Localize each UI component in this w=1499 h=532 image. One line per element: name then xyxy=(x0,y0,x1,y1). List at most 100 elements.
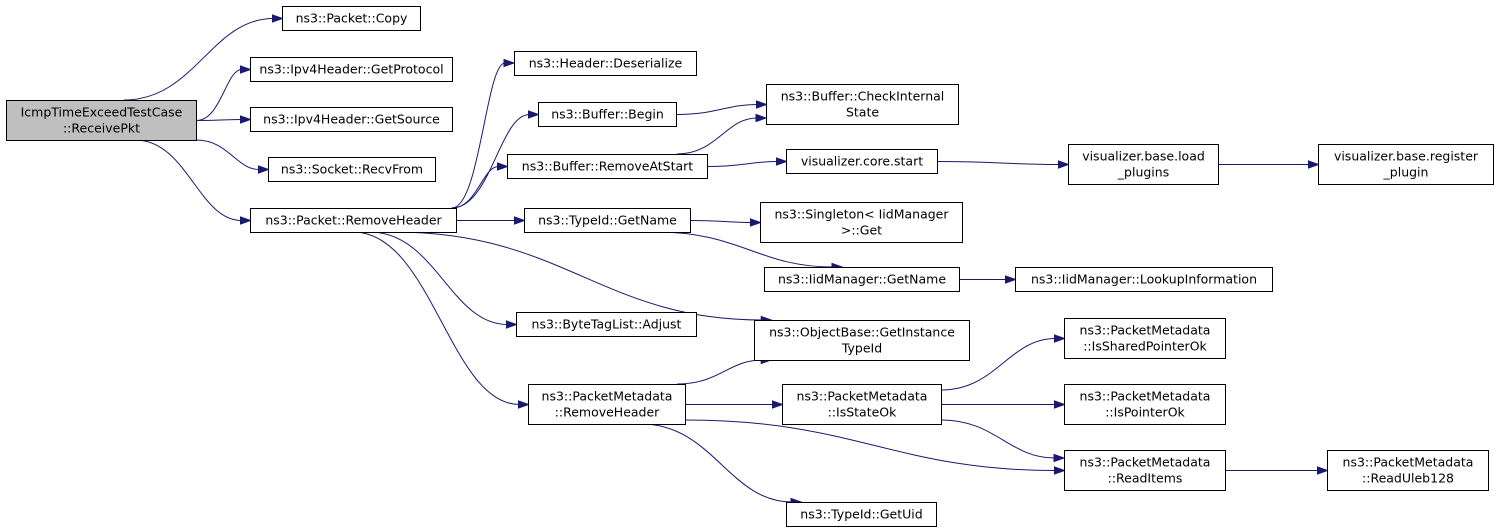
node-label: visualizer.base.load xyxy=(1082,149,1205,164)
node-label: visualizer.base.register xyxy=(1334,149,1479,164)
node-box xyxy=(1318,144,1494,185)
node-ns3-packet-removeheader[interactable]: ns3::Packet::RemoveHeader xyxy=(250,208,457,233)
arrowhead xyxy=(240,216,253,225)
edge-n9-n14 xyxy=(690,220,752,223)
edge-n0-n1 xyxy=(123,18,274,101)
node-ns3-ipv4header-getsource[interactable]: ns3::Ipv4Header::GetSource xyxy=(250,107,453,132)
node-label: ::IsPointerOk xyxy=(1105,405,1185,420)
node-box xyxy=(538,102,677,127)
node-box xyxy=(754,320,970,361)
node-ns3-packet-copy[interactable]: ns3::Packet::Copy xyxy=(282,6,421,31)
node-box xyxy=(766,84,959,125)
node-label: ns3::Buffer::RemoveAtStart xyxy=(522,159,694,174)
node-ns3-iidmanager-getname[interactable]: ns3::IidManager::GetName xyxy=(764,267,960,292)
node-box xyxy=(514,51,697,76)
arrowhead xyxy=(240,65,253,74)
node-label: _plugin xyxy=(1383,165,1429,180)
edge-n5-n6 xyxy=(451,62,506,209)
node-ns3-typeid-getname[interactable]: ns3::TypeId::GetName xyxy=(524,208,691,233)
node-label: ns3::IidManager::LookupInformation xyxy=(1031,272,1257,287)
node-ns3-socket-recvfrom[interactable]: ns3::Socket::RecvFrom xyxy=(268,157,436,182)
node-ns3-bytetaglist-adjust[interactable]: ns3::ByteTagList::Adjust xyxy=(516,312,697,337)
node-visualizer-base-register-plugin[interactable]: visualizer.base.register_plugin xyxy=(1318,144,1494,185)
node-label: ns3::Singleton< IidManager xyxy=(774,207,949,222)
node-ns3-header-deserialize[interactable]: ns3::Header::Deserialize xyxy=(514,51,697,76)
nodes-layer: IcmpTimeExceedTestCase::ReceivePktns3::P… xyxy=(6,6,1494,527)
node-box xyxy=(524,208,691,233)
node-ns3-buffer-begin[interactable]: ns3::Buffer::Begin xyxy=(538,102,677,127)
arrowhead xyxy=(528,110,541,119)
node-label: IcmpTimeExceedTestCase xyxy=(21,105,183,120)
edges-layer xyxy=(123,14,1330,507)
arrowhead xyxy=(503,58,516,68)
arrowhead xyxy=(1054,466,1067,475)
node-box xyxy=(1064,384,1226,425)
node-box xyxy=(764,267,960,292)
arrowhead xyxy=(514,216,527,225)
arrowhead xyxy=(1308,160,1321,169)
node-label: >::Get xyxy=(841,223,882,238)
arrowhead xyxy=(258,165,271,174)
arrowhead xyxy=(240,115,253,124)
node-label: ::ReadItems xyxy=(1108,471,1183,486)
edge-n0-n2 xyxy=(196,69,242,121)
node-ns3-singleton-iidmanager-get[interactable]: ns3::Singleton< IidManager >::Get xyxy=(760,202,963,243)
node-box xyxy=(250,208,457,233)
node-label: ns3::PacketMetadata xyxy=(1343,455,1474,470)
node-box xyxy=(516,312,697,337)
arrowhead xyxy=(1053,453,1066,463)
node-ns3-packetmetadata-readuleb128[interactable]: ns3::PacketMetadata::ReadUleb128 xyxy=(1327,450,1489,491)
arrowhead xyxy=(1317,466,1330,475)
node-icmptimeexceedtestcase-receivepkt[interactable]: IcmpTimeExceedTestCase::ReceivePkt xyxy=(6,100,197,141)
node-box xyxy=(1327,450,1489,491)
node-label: ns3::Buffer::Begin xyxy=(551,107,664,122)
node-box xyxy=(1064,450,1226,491)
node-label: ::ReceivePkt xyxy=(63,121,140,136)
edge-n0-n5 xyxy=(135,139,242,221)
node-ns3-packetmetadata-removeheader[interactable]: ns3::PacketMetadata::RemoveHeader xyxy=(528,384,686,425)
node-box xyxy=(528,384,686,425)
node-box xyxy=(760,202,963,243)
arrowhead xyxy=(1054,400,1067,409)
node-label: ns3::PacketMetadata xyxy=(797,389,928,404)
node-box xyxy=(250,107,453,132)
edge-n7-n12 xyxy=(676,104,758,115)
node-label: ns3::Socket::RecvFrom xyxy=(281,162,423,177)
edge-n5-n16 xyxy=(394,231,763,321)
node-label: _plugins xyxy=(1117,165,1169,180)
arrowhead xyxy=(755,113,768,123)
node-label: ns3::ByteTagList::Adjust xyxy=(532,317,682,332)
node-ns3-typeid-getuid[interactable]: ns3::TypeId::GetUid xyxy=(786,502,937,527)
edge-n11-n18 xyxy=(641,423,793,503)
node-ns3-packetmetadata-ispointerok[interactable]: ns3::PacketMetadata::IsPointerOk xyxy=(1064,384,1226,425)
node-visualizer-core-start[interactable]: visualizer.core.start xyxy=(786,149,938,174)
node-label: ns3::PacketMetadata xyxy=(1080,455,1211,470)
node-label: ::IsSharedPointerOk xyxy=(1083,339,1207,354)
edge-n0-n3 xyxy=(196,119,242,121)
edge-n5-n8 xyxy=(451,166,499,209)
node-box xyxy=(1068,144,1219,185)
node-ns3-ipv4header-getprotocol[interactable]: ns3::Ipv4Header::GetProtocol xyxy=(250,57,453,82)
node-label: ns3::Ipv4Header::GetProtocol xyxy=(259,62,443,77)
node-box xyxy=(782,384,942,425)
node-label: ::ReadUleb128 xyxy=(1362,471,1454,486)
arrowhead xyxy=(776,157,789,166)
edge-n17-n22 xyxy=(940,338,1056,391)
node-visualizer-base-load-plugins[interactable]: visualizer.base.load_plugins xyxy=(1068,144,1219,185)
node-ns3-packetmetadata-isstateok[interactable]: ns3::PacketMetadata::IsStateOk xyxy=(782,384,942,425)
arrowhead xyxy=(756,100,769,109)
arrowhead xyxy=(750,218,763,227)
node-box xyxy=(507,154,708,179)
node-ns3-packetmetadata-readitems[interactable]: ns3::PacketMetadata::ReadItems xyxy=(1064,450,1226,491)
node-box xyxy=(786,502,937,527)
node-box xyxy=(1015,267,1273,292)
node-box xyxy=(268,157,436,182)
node-box xyxy=(282,6,421,31)
node-ns3-packetmetadata-issharedpointerok[interactable]: ns3::PacketMetadata::IsSharedPointerOk xyxy=(1064,318,1226,359)
node-ns3-buffer-removeatstart[interactable]: ns3::Buffer::RemoveAtStart xyxy=(507,154,708,179)
node-label: ns3::Buffer::CheckInternal xyxy=(781,89,945,104)
edge-n5-n10 xyxy=(369,231,508,325)
node-ns3-iidmanager-lookupinformation[interactable]: ns3::IidManager::LookupInformation xyxy=(1015,267,1273,292)
